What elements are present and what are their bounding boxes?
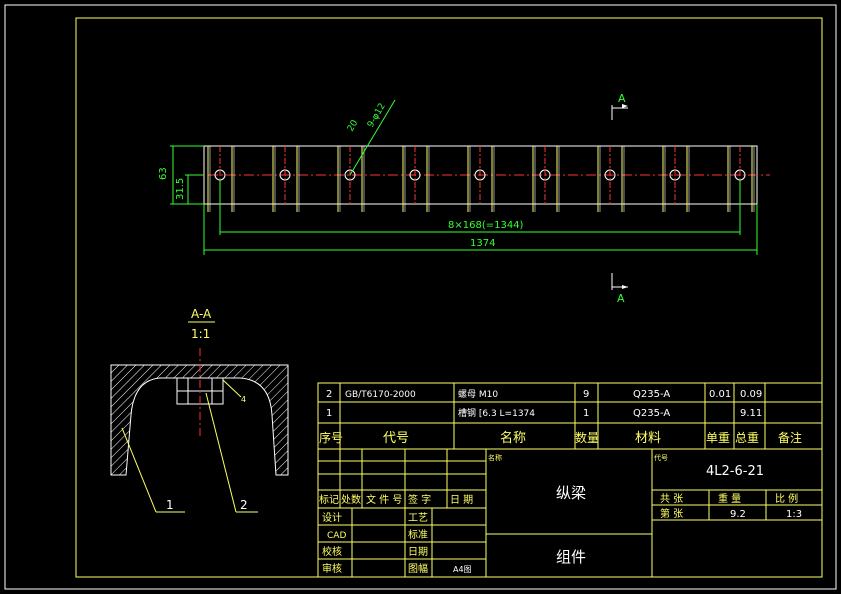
- bom-header-qty: 数量: [575, 430, 599, 445]
- section-scale: 1:1: [191, 327, 210, 341]
- bom-header-note: 备注: [778, 430, 802, 445]
- bom-row1-total-wt: 9.11: [740, 408, 762, 419]
- bom-header-seq: 序号: [319, 430, 343, 445]
- section-letter-top: A: [618, 92, 626, 105]
- bom-header-unit-wt: 单重: [706, 431, 730, 445]
- sign-design: 设计: [322, 511, 342, 524]
- bom-row2-unit-wt: 0.01: [709, 389, 731, 400]
- section-mark-top: A: [611, 92, 628, 120]
- bom-row1-name: 槽钢 [6.3 L=1374: [458, 407, 535, 419]
- weight-label: 重 量: [718, 492, 741, 505]
- scale-label: 比 例: [775, 492, 798, 505]
- bom-header-total-wt: 总重: [735, 431, 759, 445]
- sign-check: 校核: [322, 545, 342, 558]
- bom-row1-material: Q235-A: [633, 408, 670, 419]
- bom-row1-qty: 1: [583, 408, 589, 419]
- section-view: A-A 1:1 4 1 2: [110, 307, 289, 513]
- bom-header-material: 材料: [635, 431, 661, 446]
- dim-height-total: 63: [158, 167, 169, 180]
- dim-pitch: 8×168(=1344): [448, 220, 524, 231]
- sign-sheet-format: 图幅: [408, 562, 428, 575]
- bom-row2-qty: 9: [583, 389, 589, 400]
- sheet-inner-frame: [75, 17, 823, 578]
- bom-row2-code: GB/T6170-2000: [345, 390, 416, 400]
- sheet-number-label: 第 张: [660, 507, 683, 520]
- sign-process: 工艺: [408, 512, 428, 524]
- nut-marks: [207, 146, 755, 212]
- leader-part-2: 2: [240, 498, 248, 512]
- code-label: 代号: [654, 453, 668, 462]
- section-letter-bottom: A: [617, 292, 625, 305]
- main-view: A A 63 31.5 8×168(=1344): [158, 92, 770, 305]
- part-name: 纵梁: [556, 484, 586, 502]
- bom-row2-seq: 2: [326, 389, 332, 400]
- title-block: 标记 处数 文 件 号 签 字 日 期 设计 CAD 校核 审核 工艺 标准 日…: [317, 448, 823, 578]
- bom-row2-total-wt: 0.09: [740, 389, 762, 400]
- bom-row2-material: Q235-A: [633, 389, 670, 400]
- drawing-code: 4L2-6-21: [706, 464, 764, 479]
- sheet-outer-frame: [4, 4, 837, 590]
- rev-header-sign: 签 字: [408, 493, 431, 506]
- rev-header-file: 文 件 号: [366, 493, 402, 506]
- section-mark-bottom: A: [611, 273, 628, 305]
- weight-value: 9.2: [730, 509, 746, 520]
- rev-header-mark: 标记: [319, 494, 339, 506]
- dimensions: [170, 99, 758, 255]
- channel-section: [110, 364, 289, 476]
- bom-row1-seq: 1: [326, 408, 332, 419]
- sign-review: 审核: [322, 562, 342, 575]
- sign-cad: CAD: [327, 531, 346, 541]
- section-label: A-A: [191, 307, 212, 321]
- sheets-total-label: 共 张: [660, 493, 683, 505]
- dim-hole-angle: 20: [346, 118, 361, 133]
- scale-value: 1:3: [786, 509, 802, 520]
- dim-height-half: 31.5: [175, 178, 186, 200]
- weld-note: 4: [241, 395, 246, 404]
- bom-row2-name: 螺母 M10: [458, 389, 498, 400]
- sheet-size: A4图: [453, 565, 472, 574]
- sign-date: 日期: [408, 546, 428, 558]
- dim-hole-spec: 9-φ12: [366, 102, 388, 130]
- name-label: 名称: [488, 453, 502, 462]
- bom-header-name: 名称: [500, 430, 526, 446]
- assembly-name: 组件: [556, 548, 586, 566]
- bom-header-code: 代号: [383, 431, 409, 446]
- rev-header-date: 日 期: [450, 494, 473, 506]
- rev-header-count: 处数: [341, 493, 361, 506]
- leader-part-1: 1: [166, 498, 174, 512]
- bom-table: 2 GB/T6170-2000 螺母 M10 9 Q235-A 0.01 0.0…: [317, 382, 823, 450]
- dim-length: 1374: [470, 238, 495, 249]
- sign-standard: 标准: [408, 529, 428, 541]
